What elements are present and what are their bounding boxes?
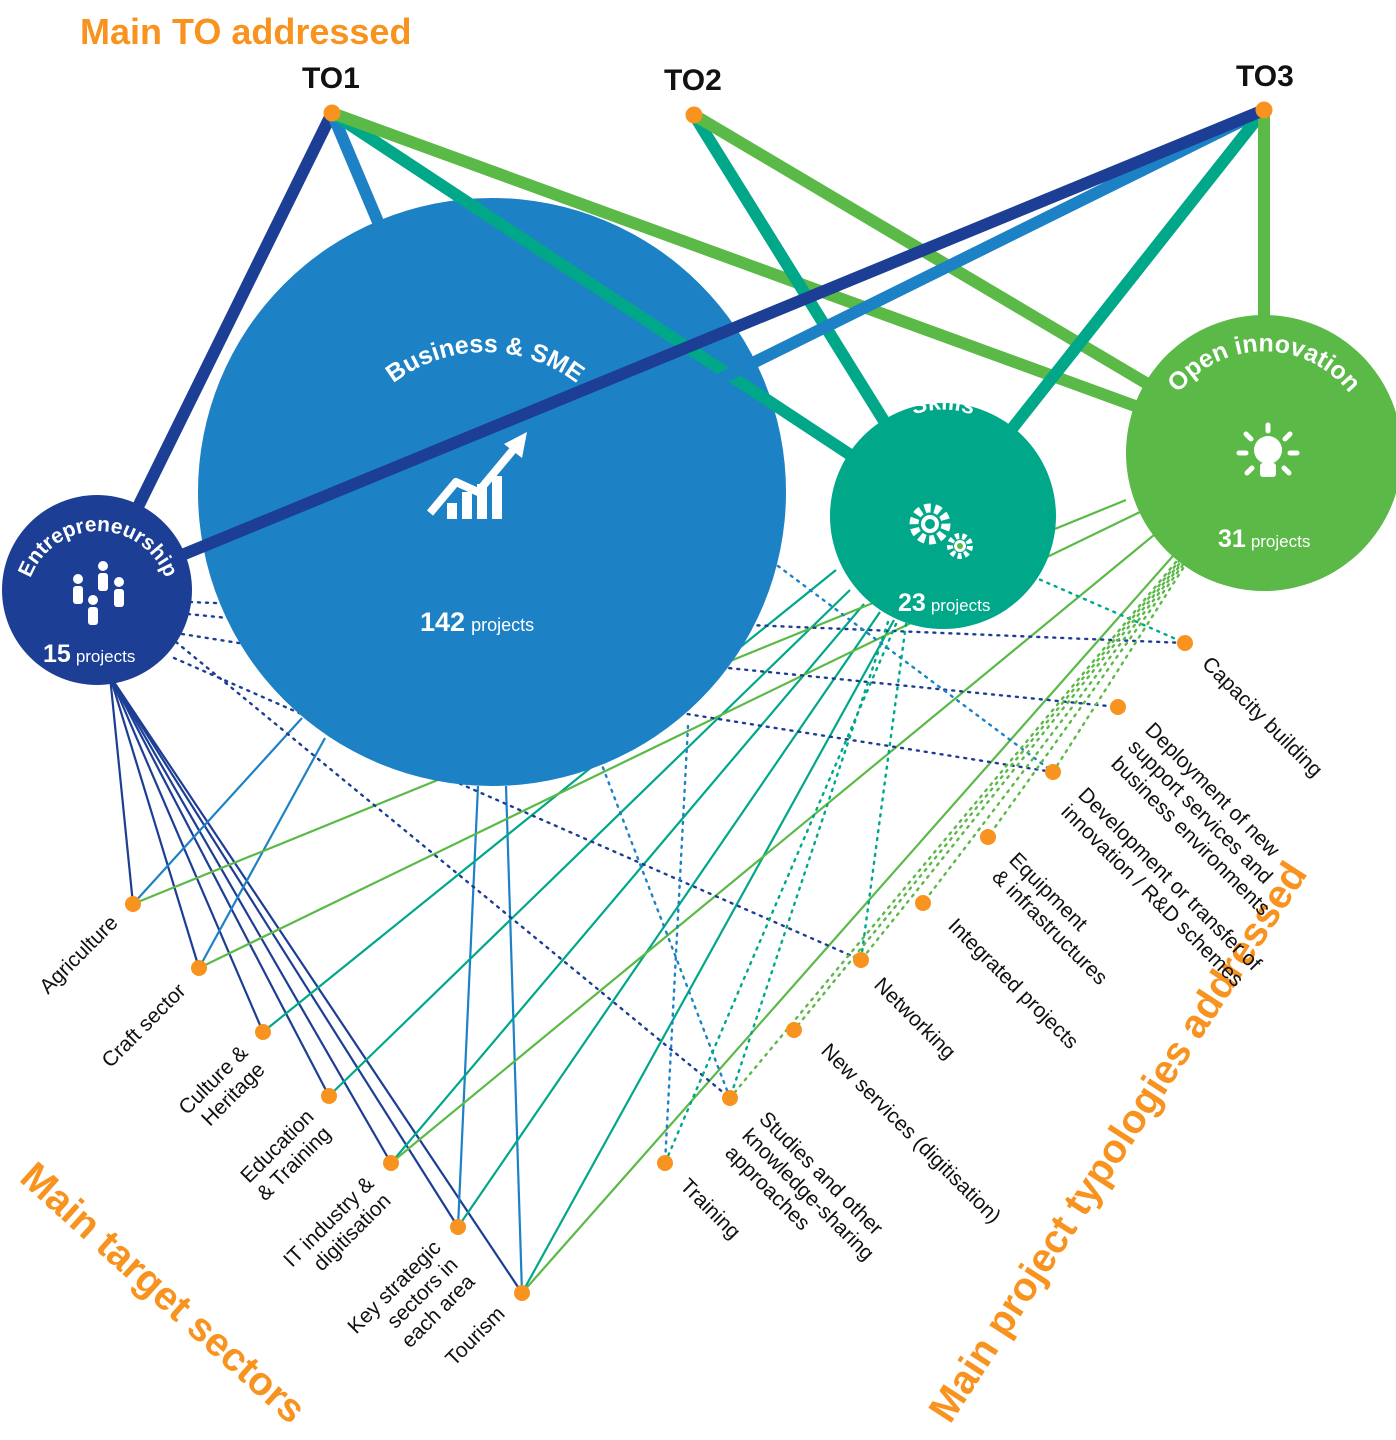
typology-capacity-building-dot: [1177, 635, 1193, 651]
link-to1-bus: [326, 107, 498, 498]
typology-capacity-building-label: Capacity building: [1197, 652, 1326, 781]
objective-to2-dot: [685, 106, 703, 124]
sector-craft-sector-dot: [191, 960, 207, 976]
typology-networking-label: Networking: [869, 973, 960, 1064]
link-ent-typology-2: [186, 612, 1120, 709]
skills-title: Skills: [908, 388, 978, 419]
entrepreneurship-to3-link: [91, 104, 1270, 596]
sector-it-industry-digitisation-dot: [383, 1155, 399, 1171]
sector-education-training-label: Education& Training: [235, 1105, 335, 1205]
link-oi-typology-7: [792, 558, 1182, 1032]
link-ski-sector-4: [328, 589, 851, 1097]
link-ent-sector-1: [108, 675, 135, 905]
objective-to1-label: TO1: [302, 62, 360, 95]
link-ski-typology-8: [728, 620, 890, 1100]
typology-development-or-transfer-of-innovation-r-d-schemes-dot: [1045, 764, 1061, 780]
typology-training-label: Training: [675, 1174, 744, 1243]
sector-culture-heritage-label: Culture &Heritage: [174, 1041, 269, 1136]
typology-studies-and-other-knowledge-sharing-approaches-dot: [722, 1090, 738, 1106]
link-ent-sector-7: [109, 675, 523, 1294]
link-to3-bus: [486, 104, 1270, 498]
link-to2-oi: [688, 109, 1270, 459]
link-ski-typology-6: [859, 622, 908, 962]
sector-culture-heritage-dot: [255, 1024, 271, 1040]
gears-icon: [909, 503, 973, 559]
title-main-to: Main TO addressed: [80, 11, 411, 52]
typology-deployment-of-new-support-services-and-business-environments-dot: [1110, 699, 1126, 715]
link-bus-typology-3: [776, 564, 1055, 774]
sector-agriculture-label: Agriculture: [35, 911, 122, 998]
link-to2-ski: [688, 109, 949, 522]
link-oi-typology-6: [859, 556, 1186, 962]
link-oi-typology-5: [921, 553, 1190, 905]
sector-tourism-dot: [514, 1285, 530, 1301]
typology-new-services-digitisation-dot: [786, 1022, 802, 1038]
link-bus-typology-9: [663, 724, 690, 1165]
typology-networking-dot: [853, 952, 869, 968]
link-ent-sector-3: [108, 675, 265, 1033]
typology-integrated-projects-dot: [915, 895, 931, 911]
people-icon: [73, 561, 124, 625]
link-to3-ski: [937, 104, 1270, 522]
sector-education-training-dot: [321, 1088, 337, 1104]
link-ski-typology-9: [663, 622, 898, 1165]
link-oi-sector-5: [390, 529, 1161, 1164]
link-oi-sector-7: [521, 547, 1181, 1294]
link-bus-sector-2: [198, 737, 326, 969]
lightbulb-icon: [1236, 422, 1300, 477]
growth-chart-icon: [426, 432, 527, 519]
link-to3-ent: [91, 104, 1270, 596]
sector-agriculture-dot: [125, 896, 141, 912]
link-ski-sector-7: [521, 619, 895, 1294]
typology-training-dot: [657, 1155, 673, 1171]
typology-studies-and-other-knowledge-sharing-approaches-label: Studies and otherknowledge-sharingapproa…: [721, 1107, 896, 1282]
link-bus-sector-1: [132, 717, 303, 905]
link-ent-sector-6: [109, 675, 459, 1228]
link-ski-typology-1: [1016, 568, 1187, 645]
link-bus-typology-8: [598, 758, 732, 1100]
link-bus-sector-7: [504, 785, 524, 1294]
link-oi-typology-4: [986, 550, 1194, 839]
sector-it-industry-digitisation-label: IT industry &digitisation: [279, 1172, 395, 1288]
objective-to3-dot: [1255, 101, 1273, 119]
link-to1-ski: [326, 107, 949, 522]
link-ent-typology-8: [174, 640, 732, 1100]
typology-equipment-infrastructures-dot: [980, 829, 996, 845]
link-bus-sector-6: [456, 785, 480, 1228]
link-ent-sector-4: [109, 675, 330, 1097]
link-ski-sector-6: [457, 611, 881, 1228]
objective-to2-label: TO2: [664, 64, 722, 97]
sector-key-strategic-sectors-in-each-area-dot: [450, 1219, 466, 1235]
link-ent-typology-6: [172, 656, 863, 962]
link-ent-sector-2: [108, 675, 201, 969]
sector-craft-sector-label: Craft sector: [98, 979, 191, 1072]
link-ski-sector-5: [390, 603, 865, 1164]
objective-to3-label: TO3: [1236, 60, 1294, 93]
node-dots: [125, 101, 1273, 1301]
objective-to1-dot: [323, 104, 341, 122]
